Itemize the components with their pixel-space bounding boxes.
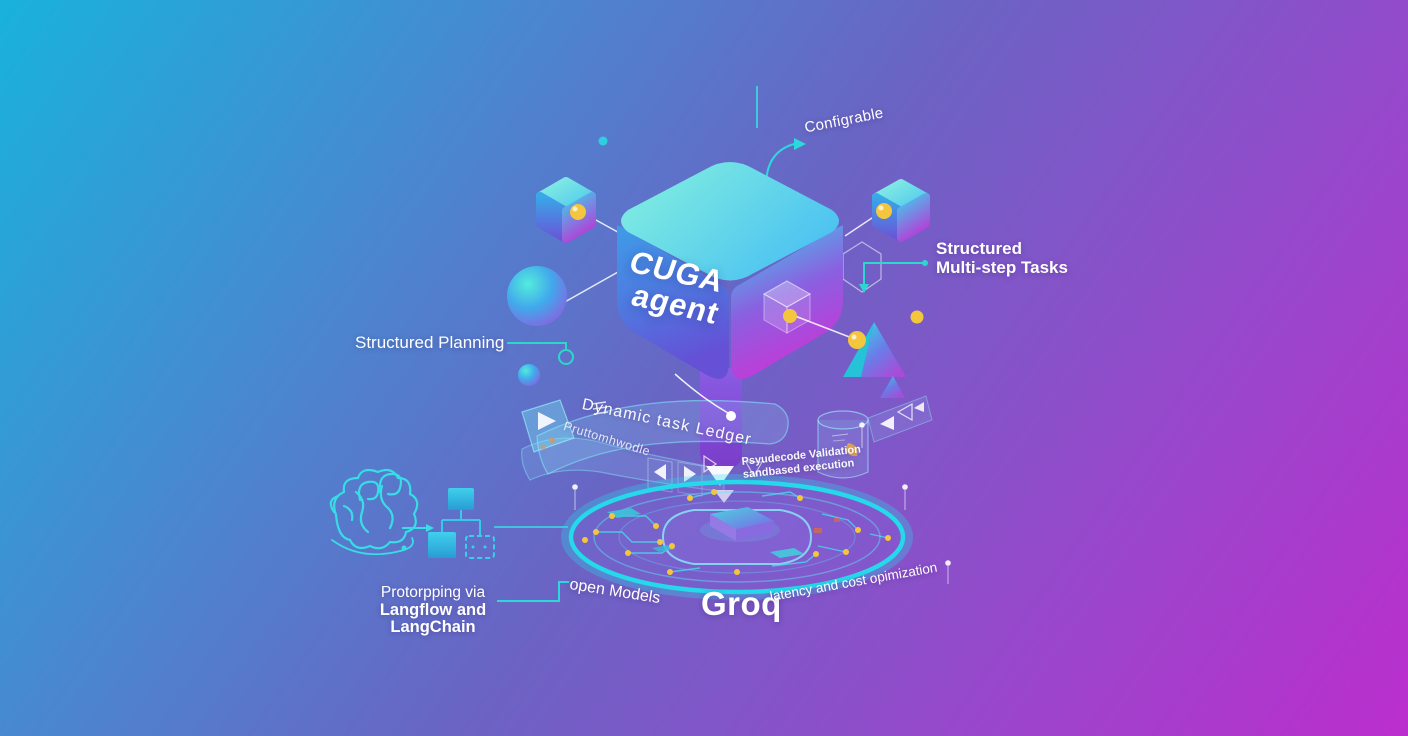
triangle-down-outline-icon	[745, 461, 763, 478]
small-cube-left-icon	[536, 177, 596, 243]
glass-cube-icon	[762, 280, 853, 339]
ribbon-play-icon	[538, 412, 556, 430]
red-component-icon	[834, 518, 840, 522]
amber-blob-icon	[846, 443, 858, 457]
callout-prototyping-line2: Langflow and	[379, 600, 487, 619]
flowchart-icon	[428, 488, 568, 559]
drop-line	[674, 373, 736, 421]
cpu-chip-icon	[710, 507, 774, 541]
callout-prototyping-line3: LangChain	[390, 618, 476, 636]
node-dots	[582, 489, 891, 575]
triangle-down-small-icon	[714, 490, 734, 503]
ribbon-right-cylinder	[817, 410, 869, 479]
triangle-left-icon	[654, 464, 666, 480]
callout-prototyping-line1: Protorpping via	[380, 584, 486, 601]
brain-icon	[329, 468, 419, 556]
prototyping-connector-line	[497, 581, 569, 602]
callout-prototyping: Protorpping via Langflow and LangChain	[367, 584, 499, 637]
cube-pedestal	[700, 368, 742, 470]
triangle-right-icon	[684, 466, 696, 482]
main-cube	[617, 162, 843, 379]
multistep-connector-line	[859, 260, 928, 293]
small-cube-right-icon	[872, 179, 930, 242]
triangle-small-icon	[914, 402, 924, 412]
callout-multistep-line1: Structured	[936, 239, 1022, 258]
sphere-small-icon	[518, 364, 540, 386]
ribbon-right-band	[867, 395, 933, 443]
planning-connector-line	[507, 342, 574, 365]
pyramid-icon	[843, 310, 924, 398]
sphere-large-icon	[507, 266, 567, 326]
pin-icons	[572, 422, 951, 584]
callout-groq: Groq	[701, 585, 782, 622]
ribbon-list-icon	[591, 401, 609, 415]
triangle-left-icon	[880, 416, 894, 430]
triangle-down-icon	[706, 466, 734, 486]
callout-multistep-line2: Multi-step Tasks	[936, 258, 1068, 277]
triangle-outline-icon	[896, 402, 913, 422]
ribbon-dynamic-task-ledger	[536, 399, 789, 475]
film-strip-icons	[647, 454, 763, 503]
red-component-icon	[814, 528, 822, 533]
teal-dot-icon	[598, 136, 608, 146]
platform-disc	[561, 474, 913, 600]
callout-structured-planning: Structured Planning	[355, 333, 505, 352]
callout-multistep: Structured Multi-step Tasks	[936, 239, 1068, 277]
brain-arrow-icon	[402, 524, 434, 532]
